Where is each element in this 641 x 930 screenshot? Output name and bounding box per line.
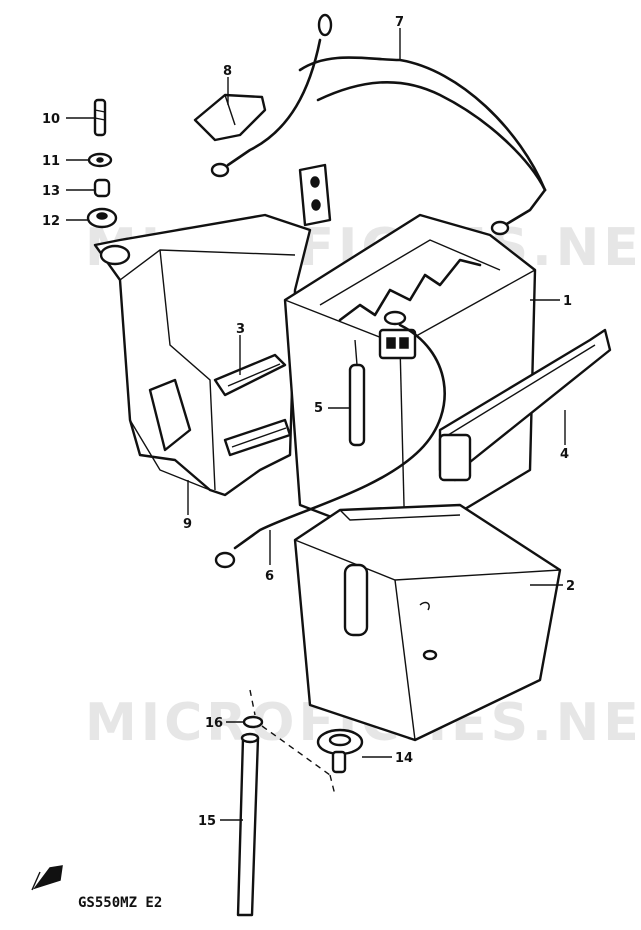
callout-11: 11 [42, 154, 60, 169]
leader-lines [66, 28, 566, 821]
front-arrow-icon [31, 865, 63, 891]
callout-7: 7 [395, 15, 404, 30]
grommet-12 [86, 207, 118, 229]
terminal-cap-8 [193, 93, 267, 142]
callout-5: 5 [314, 401, 323, 416]
battery-case-2 [293, 503, 562, 742]
breather-tube-5 [348, 339, 366, 447]
cable-7 [210, 13, 547, 236]
drain-hose-15 [236, 732, 260, 917]
callout-8: 8 [223, 64, 232, 79]
battery-holder-9 [93, 163, 332, 497]
callout-4: 4 [560, 447, 569, 462]
clamp-16 [242, 715, 264, 729]
callout-10: 10 [42, 112, 60, 127]
callout-2: 2 [566, 579, 575, 594]
callout-13: 13 [42, 184, 60, 199]
spacer-13 [93, 178, 111, 198]
callout-12: 12 [42, 214, 60, 229]
callout-14: 14 [395, 751, 413, 766]
bolt-10 [93, 98, 107, 137]
cable-6 [214, 323, 446, 569]
callout-3: 3 [236, 322, 245, 337]
model-code: GS550MZ E2 [78, 895, 162, 911]
callout-6: 6 [265, 569, 274, 584]
washer-11 [87, 152, 113, 168]
callout-16: 16 [205, 716, 223, 731]
callout-9: 9 [183, 517, 192, 532]
callout-1: 1 [563, 294, 572, 309]
cushion-3 [213, 353, 292, 457]
battery-1 [283, 213, 537, 547]
callout-15: 15 [198, 814, 216, 829]
drain-cap-14 [316, 728, 364, 774]
battery-strap-4 [438, 328, 612, 482]
